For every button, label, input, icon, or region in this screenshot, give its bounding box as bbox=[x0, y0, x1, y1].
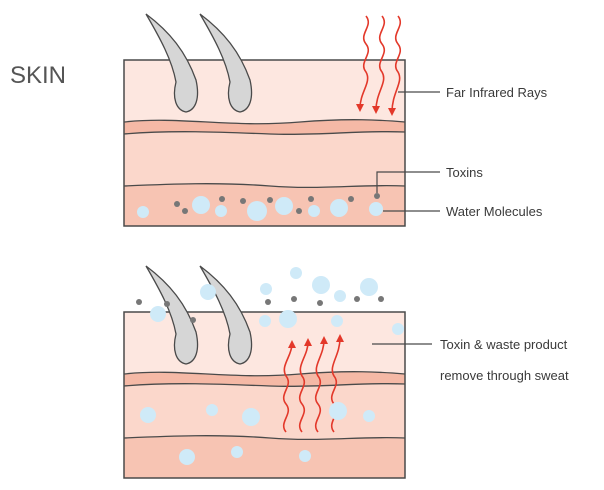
sweat-label-line2: remove through sweat bbox=[440, 368, 569, 383]
hair-icon bbox=[145, 265, 199, 365]
subcutaneous-layer bbox=[124, 435, 405, 478]
skin-layer-band bbox=[124, 119, 405, 135]
dermis-layer bbox=[124, 131, 405, 188]
skin-layer-band bbox=[124, 371, 405, 387]
toxin-particles bbox=[174, 193, 380, 214]
callout-line bbox=[376, 171, 440, 193]
toxins-label: Toxins bbox=[446, 165, 483, 180]
skin-panel-top bbox=[123, 13, 406, 227]
hair-icon bbox=[199, 265, 253, 365]
sweat-ray-icon bbox=[314, 336, 328, 433]
sweat-ray-icon bbox=[298, 338, 312, 433]
water-molecules bbox=[140, 306, 404, 465]
far-infrared-label: Far Infrared Rays bbox=[446, 85, 548, 100]
released-water bbox=[200, 267, 378, 302]
infrared-ray-icon bbox=[372, 15, 386, 114]
infrared-ray-icon bbox=[356, 15, 370, 112]
water-molecules bbox=[137, 196, 383, 221]
sweat-label-line1: Toxin & waste product bbox=[440, 337, 568, 352]
dermis-layer bbox=[124, 383, 405, 440]
infrared-ray-icon bbox=[388, 15, 402, 116]
sweat-ray-icon bbox=[282, 340, 296, 433]
hair-icon bbox=[145, 13, 199, 113]
water-molecules-label: Water Molecules bbox=[446, 204, 543, 219]
hair-icon bbox=[199, 13, 253, 113]
released-toxins bbox=[136, 296, 384, 323]
skin-panel-bottom bbox=[123, 265, 406, 479]
diagram-title: SKIN bbox=[10, 62, 66, 89]
